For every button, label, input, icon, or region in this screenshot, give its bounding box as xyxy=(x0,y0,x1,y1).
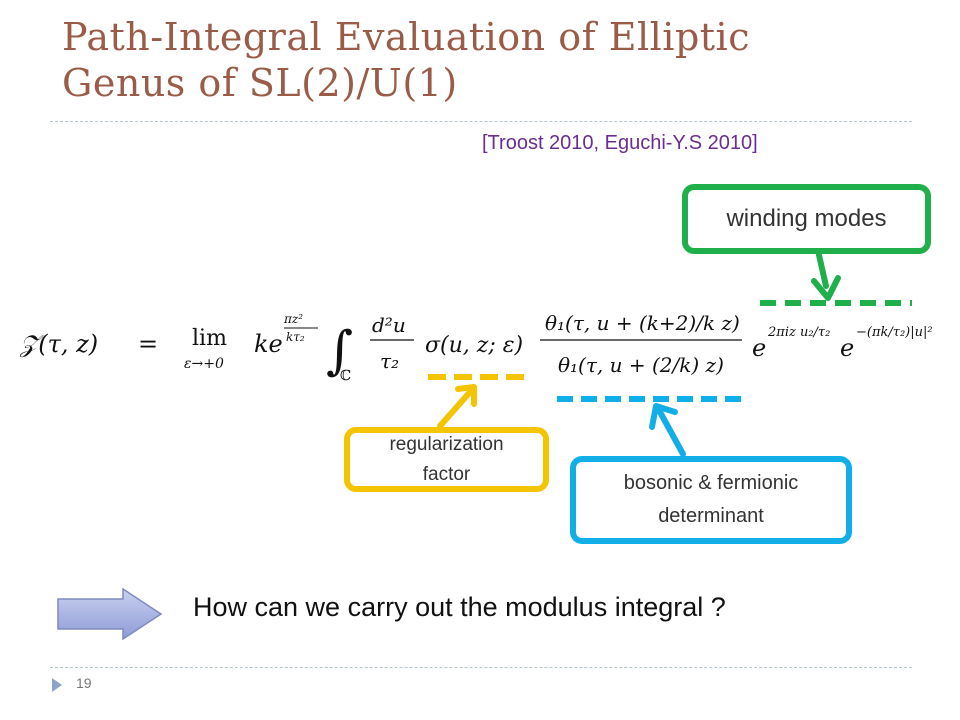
regularization-arrow-head xyxy=(455,384,477,407)
formula-measure-num: d²u xyxy=(372,313,406,337)
formula-exp3: −(πk/τ₂)|u|² xyxy=(856,325,933,340)
formula-exp2: 2πiz u₂/τ₂ xyxy=(767,325,830,340)
regularization-arrow-shaft xyxy=(437,389,473,429)
bosonic-line-1: bosonic & fermionic xyxy=(623,472,799,494)
formula-lhs: 𝒵(τ, z) xyxy=(19,330,98,358)
footer-triangle-icon xyxy=(52,678,62,692)
bosonic-arrow-head xyxy=(649,403,678,430)
bottom-question: How can we carry out the modulus integra… xyxy=(193,592,726,622)
regularization-line-1: regularization xyxy=(389,433,504,455)
formula-ke: ke xyxy=(254,330,283,358)
citation: [Troost 2010, Eguchi-Y.S 2010] xyxy=(482,132,758,154)
formula-lim-sub: ε→+0 xyxy=(184,356,224,372)
right-arrow-icon xyxy=(57,587,163,641)
formula-theta-num: θ₁(τ, u + (k+2)/k z) xyxy=(545,311,740,335)
formula-theta-den: θ₁(τ, u + (2/k) z) xyxy=(558,353,724,377)
formula-lim: lim xyxy=(192,326,227,351)
bosonic-arrow-shaft xyxy=(657,409,686,457)
formula-sigma: σ(u, z; ε) xyxy=(425,333,523,358)
winding-modes-label: winding modes xyxy=(726,205,887,232)
regularization-line-2: factor xyxy=(422,463,471,485)
formula-exp1-num: πz² xyxy=(283,312,303,326)
top-divider xyxy=(50,121,912,122)
bosonic-line-2: determinant xyxy=(658,505,764,527)
formula-integral: ∫ xyxy=(326,321,353,381)
title-line-1: Path-Integral Evaluation of Elliptic xyxy=(62,15,750,59)
slide-title: Path-Integral Evaluation of Elliptic Gen… xyxy=(62,14,862,106)
regularization-callout: regularization factor xyxy=(344,427,549,492)
formula-exp2-base: e xyxy=(752,334,766,362)
bottom-divider xyxy=(50,667,912,668)
formula-integral-sub: ℂ xyxy=(340,368,351,384)
winding-modes-callout: winding modes xyxy=(682,184,931,254)
formula-exp1-den: kτ₂ xyxy=(286,330,305,344)
title-line-2: Genus of SL(2)/U(1) xyxy=(62,61,458,105)
winding-arrow-head xyxy=(811,275,841,301)
formula-measure-den: τ₂ xyxy=(380,349,399,373)
page-number: 19 xyxy=(76,675,92,691)
formula-equals: = xyxy=(138,330,158,358)
winding-arrow-shaft xyxy=(816,252,829,289)
bosonic-callout: bosonic & fermionic determinant xyxy=(570,456,852,544)
formula-exp3-base: e xyxy=(840,334,854,362)
